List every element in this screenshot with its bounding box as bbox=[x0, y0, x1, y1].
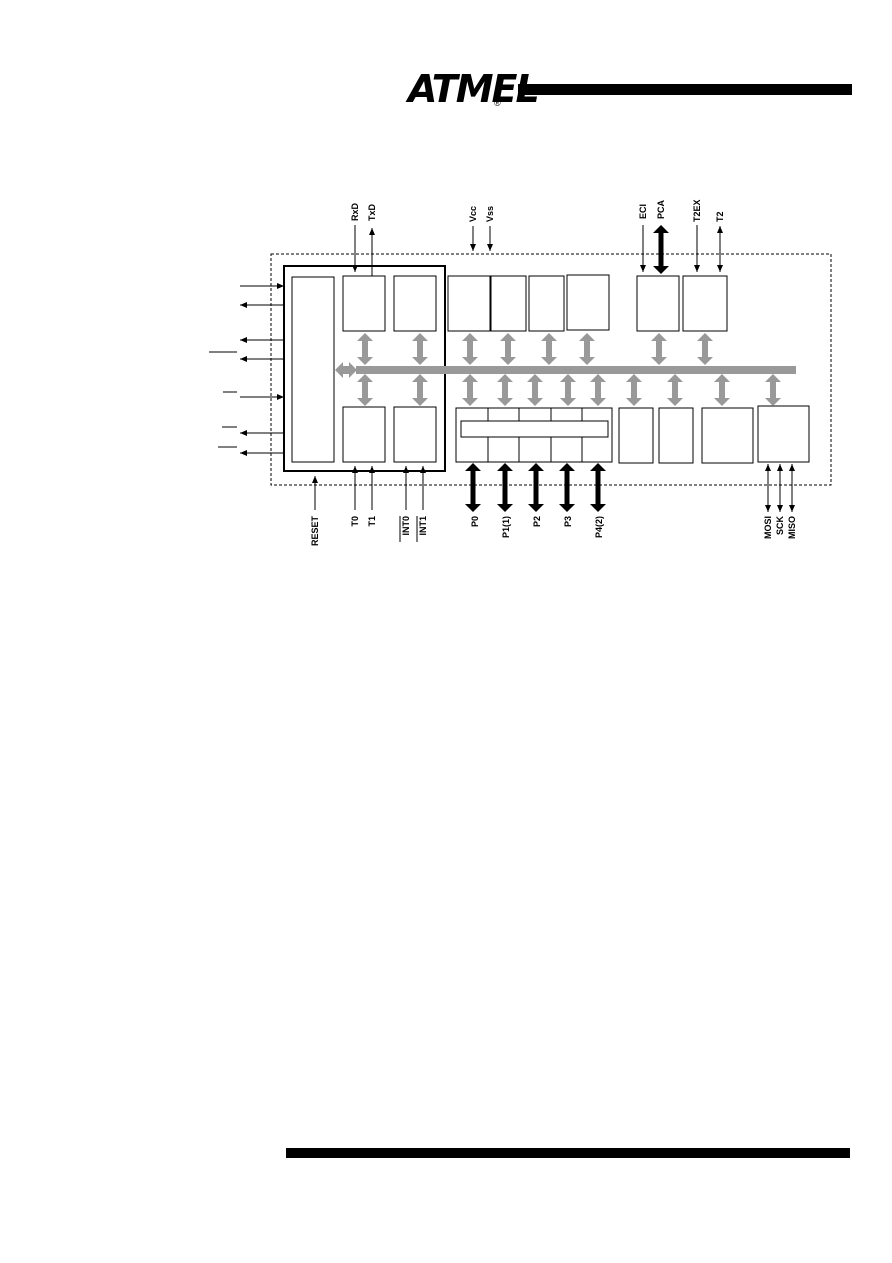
pca-port-arrow bbox=[653, 225, 669, 274]
label-int1: INT1 bbox=[418, 516, 428, 536]
label-p4: P4(2) bbox=[594, 516, 604, 538]
logo-text: ATMEL bbox=[408, 67, 540, 111]
label-reset: RESET bbox=[310, 516, 320, 547]
label-t2ex: T2EX bbox=[692, 199, 702, 222]
bus-arrow-top-0 bbox=[357, 333, 373, 365]
chip-boundary bbox=[270, 253, 832, 486]
io-ports-bar bbox=[460, 420, 609, 438]
bus-arrow-bottom-10 bbox=[765, 374, 781, 406]
bus-arrows-bottom bbox=[357, 374, 781, 406]
bus-arrow-bottom-5 bbox=[560, 374, 576, 406]
signal-lines bbox=[240, 225, 795, 512]
bus-arrow-top-6 bbox=[651, 333, 667, 365]
emul-block bbox=[701, 407, 754, 464]
label-vcc: Vcc bbox=[468, 206, 478, 222]
bus-arrow-bottom-6 bbox=[590, 374, 606, 406]
port-arrow-1 bbox=[497, 463, 513, 512]
keyboard-block bbox=[658, 407, 694, 464]
bus-arrow-top-2 bbox=[462, 333, 478, 365]
bus-arrows-top bbox=[357, 333, 713, 365]
atmel-logo: ATMEL ® bbox=[408, 66, 540, 112]
pca-block bbox=[636, 275, 680, 332]
label-int0: INT0 bbox=[401, 516, 411, 536]
bus-arrow-bottom-4 bbox=[527, 374, 543, 406]
eeprom-block bbox=[528, 275, 565, 332]
port-arrow-4 bbox=[590, 463, 606, 512]
overbar-marks bbox=[209, 351, 237, 448]
watchdog-block bbox=[618, 407, 654, 464]
bus-arrow-top-4 bbox=[541, 333, 557, 365]
boot-block bbox=[566, 274, 610, 331]
label-p1: P1(1) bbox=[501, 516, 511, 538]
label-t1: T1 bbox=[367, 516, 377, 527]
internal-bus bbox=[335, 362, 796, 378]
label-vss: Vss bbox=[485, 206, 495, 222]
label-sck: SCK bbox=[775, 516, 785, 536]
label-t0: T0 bbox=[350, 516, 360, 527]
port-arrow-0 bbox=[465, 463, 481, 512]
port-arrow-2 bbox=[528, 463, 544, 512]
port-arrows bbox=[465, 225, 669, 512]
label-miso: MISO bbox=[787, 516, 797, 539]
spi-block bbox=[757, 405, 810, 463]
bus-arrow-top-5 bbox=[579, 333, 595, 365]
label-rxd: RxD bbox=[350, 202, 360, 221]
ram-block bbox=[393, 275, 437, 332]
label-t2: T2 bbox=[715, 211, 725, 222]
bus-arrow-bottom-9 bbox=[714, 374, 730, 406]
bus-arrow-bottom-3 bbox=[497, 374, 513, 406]
xram-block bbox=[447, 275, 491, 332]
bus-arrow-top-1 bbox=[412, 333, 428, 365]
bus-arrow-bottom-0 bbox=[357, 374, 373, 406]
bus-arrow-top-3 bbox=[500, 333, 516, 365]
bus-arrow-bottom-8 bbox=[667, 374, 683, 406]
rom-block bbox=[490, 275, 527, 332]
label-p2: P2 bbox=[532, 516, 542, 527]
label-p3: P3 bbox=[563, 516, 573, 527]
bus-arrow-bottom-2 bbox=[462, 374, 478, 406]
bus-arrow-top-7 bbox=[697, 333, 713, 365]
label-txd: TxD bbox=[367, 203, 377, 221]
registered-mark: ® bbox=[494, 98, 501, 108]
timer01-block bbox=[342, 406, 386, 463]
interrupt-block bbox=[393, 406, 437, 463]
header-rule bbox=[518, 84, 852, 95]
bus-arrow-bottom-1 bbox=[412, 374, 428, 406]
footer-rule bbox=[286, 1148, 850, 1158]
label-p0: P0 bbox=[470, 516, 480, 527]
label-eci: ECI bbox=[638, 204, 648, 219]
label-mosi: MOSI bbox=[763, 516, 773, 539]
uart-block bbox=[342, 275, 386, 332]
bus-arrow-bottom-7 bbox=[626, 374, 642, 406]
cpu-block bbox=[291, 276, 335, 463]
label-pca: PCA bbox=[656, 199, 666, 219]
timer2-block bbox=[682, 275, 728, 332]
port-arrow-3 bbox=[559, 463, 575, 512]
